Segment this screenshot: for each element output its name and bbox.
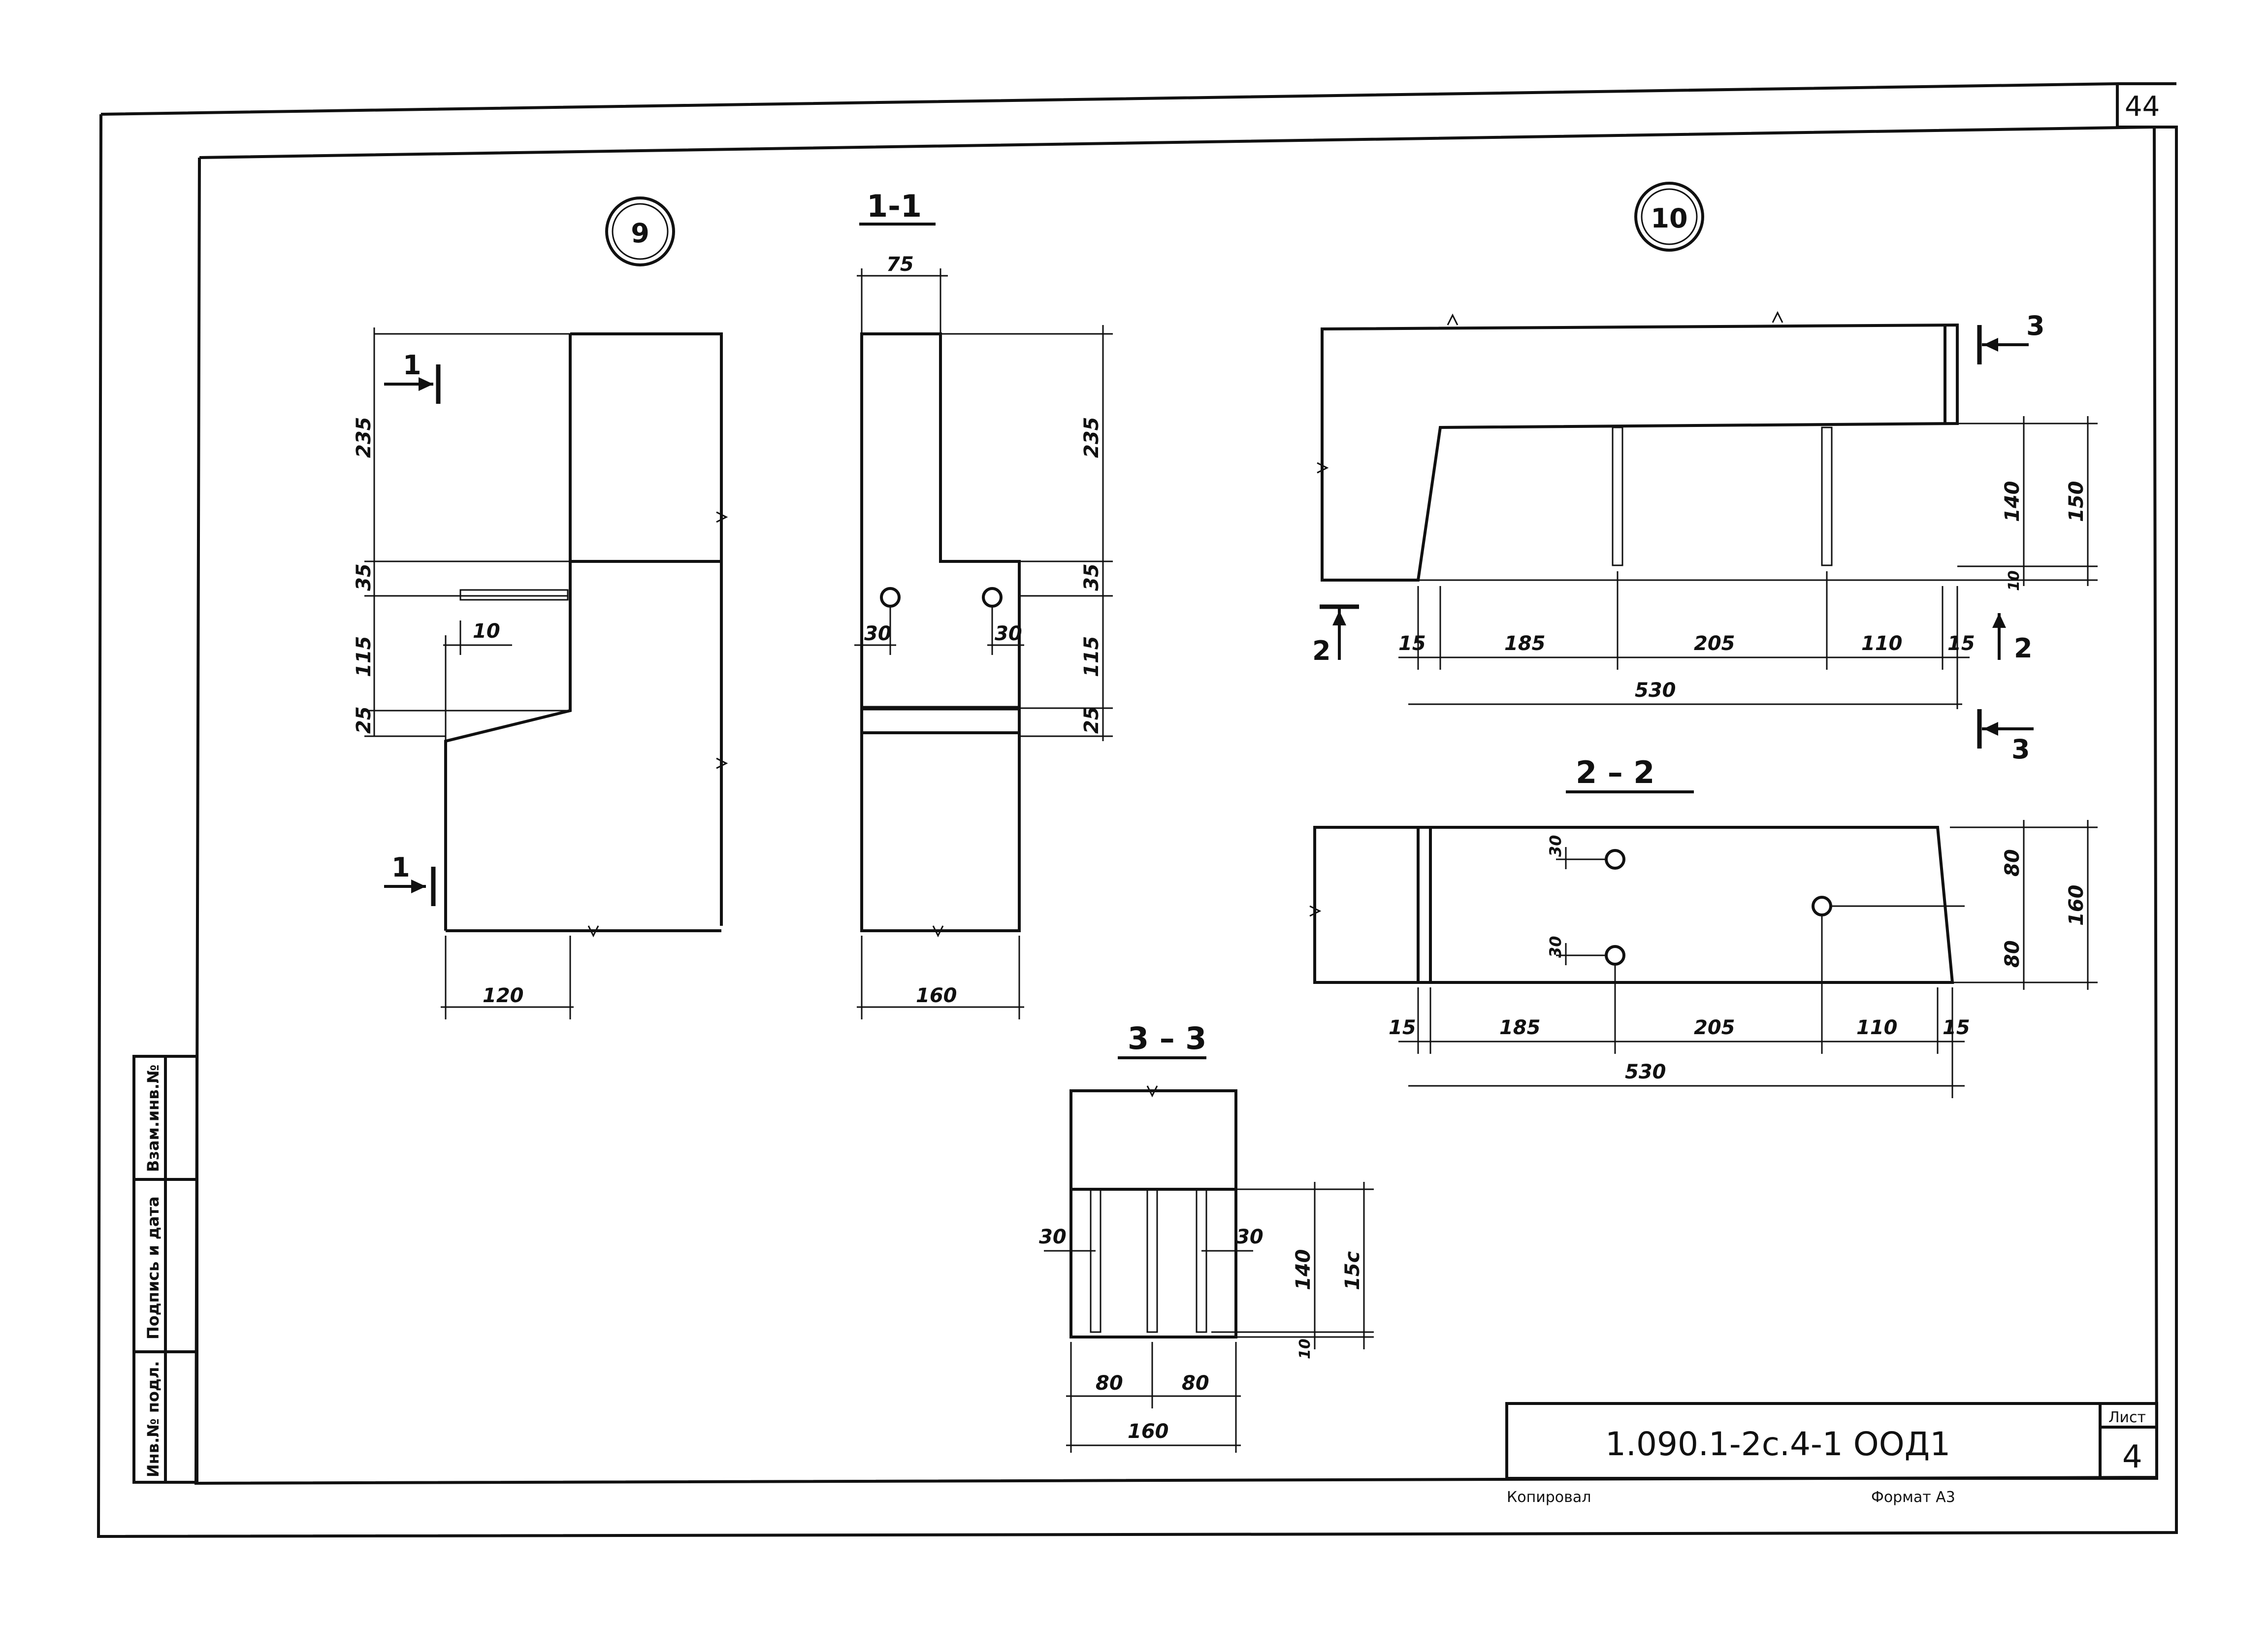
sec11-dim-160: 160 <box>916 984 957 1007</box>
sec33-dim-140: 140 <box>1292 1249 1315 1291</box>
sec33-dim-30-left: 30 <box>1039 1226 1067 1248</box>
section-1-1: 1-1 75 235 35 115 25 30 30 1 <box>854 188 1113 1019</box>
node9-cut-label-top: 1 <box>403 350 421 381</box>
node9-cut-label-bottom: 1 <box>391 852 410 883</box>
sec33-dim-160: 160 <box>1128 1420 1169 1443</box>
inner-frame <box>194 125 2159 1485</box>
sec11-dim-115: 115 <box>1080 636 1103 678</box>
sec22-dim-15-right: 15 <box>1943 1016 1970 1039</box>
node10-dim-110: 110 <box>1861 632 1903 655</box>
sheet-label: Лист <box>2108 1409 2146 1426</box>
node10-dim-150: 150 <box>2065 481 2088 522</box>
stamp-inventory: Инв.№ подл. <box>144 1361 162 1477</box>
sec33-dim-10: 10 <box>1296 1338 1314 1359</box>
node9-dim-120: 120 <box>483 984 524 1007</box>
sec22-dim-30-bottom: 30 <box>1546 936 1565 958</box>
node9-dim-235: 235 <box>353 417 375 458</box>
sec33-dim-30-right: 30 <box>1236 1226 1264 1248</box>
node10-cut-3-top: 3 <box>2026 310 2045 341</box>
section-3-3-title: 3 – 3 <box>1128 1020 1206 1056</box>
sec11-dim-35: 35 <box>1080 563 1103 591</box>
node-10-mark: 10 <box>1651 203 1687 234</box>
sec22-dim-530: 530 <box>1625 1061 1666 1083</box>
sec11-dim-30-right: 30 <box>995 622 1022 645</box>
sec22-dim-15-left: 15 <box>1389 1016 1416 1039</box>
node10-dim-15-right: 15 <box>1947 632 1975 655</box>
sec33-dim-80-right: 80 <box>1182 1372 1209 1395</box>
sec33-dim-80-left: 80 <box>1096 1372 1123 1395</box>
node10-dim-10: 10 <box>2006 570 2023 591</box>
sec11-dim-25: 25 <box>1080 706 1103 734</box>
node9-dim-115: 115 <box>353 636 375 678</box>
format-label: Формат А3 <box>1871 1489 1955 1506</box>
title-block <box>1505 1402 2158 1480</box>
sec22-dim-80-top: 80 <box>2001 849 2024 877</box>
node10-dim-140: 140 <box>2001 481 2024 522</box>
node9-dim-10: 10 <box>473 620 500 643</box>
sec33-dim-150: 15с <box>1341 1251 1364 1290</box>
node-9: 9 235 35 115 25 10 120 1 1 <box>353 196 728 1019</box>
sec11-dim-235: 235 <box>1080 417 1103 458</box>
stamp-signature: Подпись и дата <box>144 1196 162 1339</box>
corner-sheet-number: 44 <box>2125 91 2160 123</box>
sec11-dim-30-left: 30 <box>864 622 892 645</box>
node-10: 10 140 150 10 15 185 205 110 15 530 <box>1312 182 2098 765</box>
sec22-dim-185: 185 <box>1499 1016 1541 1039</box>
node10-dim-185: 185 <box>1504 632 1546 655</box>
outer-frame <box>97 82 2178 1538</box>
node10-cut-3-bottom: 3 <box>2011 734 2030 765</box>
side-stamp <box>132 1055 198 1484</box>
sec11-dim-75: 75 <box>886 253 914 276</box>
sec22-dim-110: 110 <box>1856 1016 1898 1039</box>
sec22-dim-205: 205 <box>1694 1016 1735 1039</box>
section-1-1-title: 1-1 <box>867 188 922 224</box>
section-2-2-title: 2 – 2 <box>1576 754 1654 790</box>
stamp-replacement: Взам.инв.№ <box>144 1065 162 1172</box>
node10-dim-15-left: 15 <box>1398 632 1426 655</box>
sec22-dim-80-bottom: 80 <box>2001 940 2024 968</box>
node-9-mark: 9 <box>631 218 649 249</box>
node10-cut-2-left: 2 <box>1312 635 1331 666</box>
sheet-number: 4 <box>2122 1439 2142 1475</box>
section-2-2: 2 – 2 80 80 160 30 30 15 185 205 <box>1309 754 2098 1098</box>
copied-label: Копировал <box>1507 1489 1591 1506</box>
node10-cut-2-right: 2 <box>2014 633 2033 664</box>
node10-dim-530: 530 <box>1635 679 1676 702</box>
sec22-dim-30-top: 30 <box>1546 835 1565 857</box>
node9-dim-35: 35 <box>353 563 375 591</box>
section-3-3: 3 – 3 30 30 140 15с 10 80 80 160 <box>1039 1020 1374 1453</box>
sec22-dim-160: 160 <box>2065 885 2088 926</box>
node10-dim-205: 205 <box>1694 632 1735 655</box>
node9-dim-25: 25 <box>353 706 375 734</box>
document-code: 1.090.1-2с.4-1 ООД1 <box>1605 1425 1950 1463</box>
